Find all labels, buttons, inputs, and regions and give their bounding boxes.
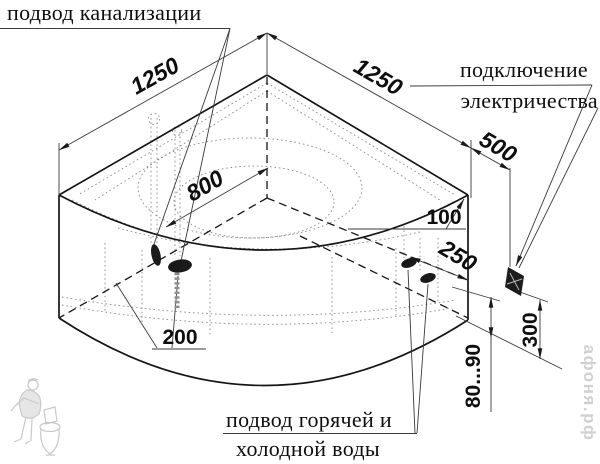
dim-line-1250-right: [266, 32, 472, 149]
dim-300: 300: [519, 312, 542, 348]
dim-100-leader: [445, 198, 465, 230]
sewer-leader-2: [180, 28, 231, 262]
rim-left-edge: [58, 74, 268, 196]
site-watermark-text: афоня.рф: [580, 344, 599, 442]
electric-label-underline: [409, 84, 593, 87]
dim-200: 200: [162, 326, 198, 349]
sewer-fitting: [151, 244, 161, 266]
water-fitting-hot: [401, 258, 417, 268]
apron-bottom-curve: [58, 317, 469, 387]
label-electric-connection-line1: подключение: [459, 57, 588, 82]
label-water-connection-line2: холодной воды: [236, 436, 380, 461]
ext-electric-bottom: [516, 290, 549, 303]
front-rim-curve: [58, 194, 469, 251]
label-sewer-connection: подвод канализации: [7, 0, 202, 25]
dim-line-250: [409, 256, 469, 281]
dim-80-90: 80...90: [462, 343, 485, 409]
internal-details: [61, 82, 457, 336]
plumber-logo: [10, 378, 61, 456]
drain-fitting: [168, 259, 192, 273]
label-electric-connection-line2: электричества: [460, 88, 598, 113]
dim-line-1250-left: [58, 32, 268, 151]
electric-leader-1: [515, 84, 593, 267]
fittings: [151, 244, 524, 310]
dim-100: 100: [426, 206, 462, 229]
water-leader-1: [407, 269, 416, 434]
tub-outline: [58, 74, 469, 387]
dim-line-800: [165, 167, 269, 228]
dim-200-leader-1: [115, 282, 158, 349]
electric-leader-2: [518, 107, 599, 269]
water-leader-2: [416, 283, 429, 434]
ext-floor-top: [451, 286, 501, 302]
label-water-connection-line1: подвод горячей и: [226, 407, 392, 432]
electric-box-cross: [506, 272, 523, 291]
dimension-lines: [0, 28, 599, 434]
rim-right-edge: [266, 74, 469, 196]
dim-line-500: [470, 147, 511, 171]
water-fitting-cold: [420, 273, 436, 283]
floor-line: [455, 315, 563, 370]
